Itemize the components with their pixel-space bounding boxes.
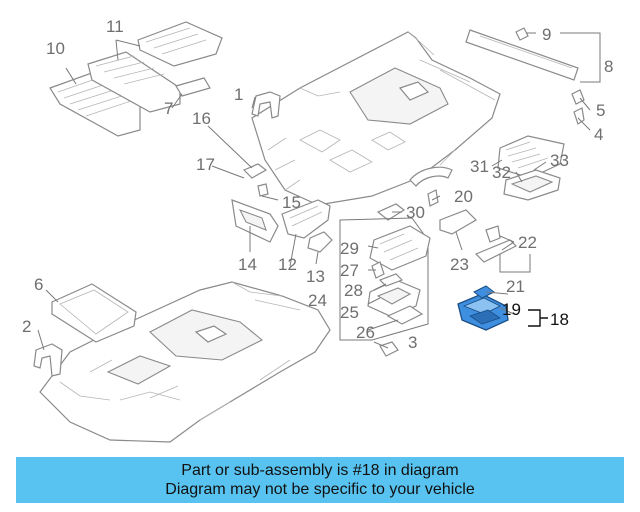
highlighted-part-18[interactable]	[457, 285, 509, 331]
callout-8: 8	[604, 57, 613, 76]
callout-18: 18	[550, 310, 569, 329]
callout-23: 23	[450, 255, 469, 274]
callout-2: 2	[22, 317, 31, 336]
callout-11: 11	[106, 17, 124, 36]
info-banner: Part or sub-assembly is #18 in diagram D…	[16, 457, 624, 503]
callout-27: 27	[340, 261, 359, 280]
grab-handle	[376, 166, 453, 221]
callout-19: 19	[502, 300, 521, 319]
headliner-lower	[39, 281, 331, 443]
callout-14: 14	[238, 255, 257, 274]
callout-9: 9	[542, 25, 551, 44]
callout-labels: 1 2 3 4 5 6 7 8 9 10 11 12 13 14 15 16 1…	[22, 17, 613, 352]
callout-25: 25	[340, 303, 359, 322]
callout-20: 20	[454, 187, 473, 206]
callout-10: 10	[46, 39, 65, 58]
callout-30: 30	[406, 203, 425, 222]
callout-26: 26	[356, 323, 375, 342]
callout-4: 4	[594, 125, 603, 144]
roof-panels	[49, 21, 281, 137]
sun-visor	[231, 163, 333, 253]
callout-1: 1	[234, 85, 243, 104]
overhead-console-cluster	[339, 209, 518, 357]
banner-line-1: Part or sub-assembly is #18 in diagram	[181, 462, 459, 479]
banner-line-2: Diagram may not be specific to your vehi…	[165, 481, 475, 498]
callout-15: 15	[282, 193, 301, 212]
callout-29: 29	[340, 239, 359, 258]
callout-16: 16	[192, 109, 211, 128]
callout-12: 12	[278, 255, 297, 274]
callout-21: 21	[506, 277, 525, 296]
roof-rail	[465, 27, 585, 125]
callout-22: 22	[518, 233, 537, 252]
leader-lines	[37, 32, 601, 351]
callout-13: 13	[306, 267, 325, 286]
parts-diagram: 1 2 3 4 5 6 7 8 9 10 11 12 13 14 15 16 1…	[22, 17, 613, 443]
callout-17: 17	[196, 155, 215, 174]
callout-5: 5	[596, 101, 605, 120]
callout-7: 7	[164, 99, 173, 118]
callout-28: 28	[344, 281, 363, 300]
headliner-upper	[251, 31, 501, 206]
sunroof-glass	[33, 283, 137, 377]
callout-3: 3	[408, 333, 417, 352]
callout-33: 33	[550, 151, 569, 170]
callout-6: 6	[34, 275, 43, 294]
console-31	[497, 135, 565, 201]
callout-24: 24	[308, 291, 327, 310]
callout-32: 32	[492, 163, 511, 182]
callout-31: 31	[470, 157, 489, 176]
